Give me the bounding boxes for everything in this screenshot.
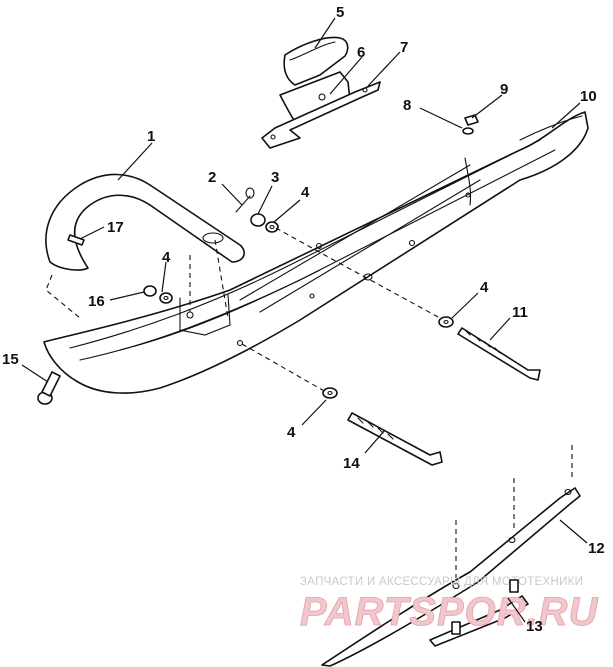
leader-lines [21,17,588,623]
washer-left [159,292,173,304]
saddle-pad [283,36,349,86]
watermark-brand: PARTSPOR.RU [300,590,599,634]
ski-handle [45,173,245,336]
handle-guide-line [45,274,81,319]
wear-bar-nuts-13 [451,579,519,635]
callout-15: 15 [2,351,19,368]
callout-4-upper: 4 [301,184,310,201]
callout-2: 2 [208,169,216,186]
callout-1: 1 [147,128,155,145]
callout-7: 7 [400,39,408,56]
wear-plate [261,81,381,149]
callout-16: 16 [88,293,105,310]
callout-12: 12 [588,540,605,557]
watermark-subtitle: ЗАПЧАСТИ И АКСЕССУАРЫ ДЛЯ МОТОТЕХНИКИ [300,576,583,588]
bolt-15 [37,371,61,405]
callout-8: 8 [403,97,411,114]
callout-4-right: 4 [480,279,489,296]
callout-9: 9 [500,81,508,98]
nut-16 [143,285,157,297]
callout-10: 10 [580,88,597,105]
callout-6: 6 [357,44,365,61]
cotter-pin [235,187,255,213]
nut-9 [462,114,479,135]
callout-5: 5 [336,4,344,21]
ski-body [43,111,589,394]
axis-line-lower [241,343,327,393]
callout-13: 13 [526,618,543,635]
axis-line-upper [275,227,441,319]
callout-4-lower: 4 [287,424,296,441]
castle-nut [250,213,266,227]
spindle-bolt-11 [438,316,541,381]
callout-11: 11 [512,304,528,321]
callout-17: 17 [107,219,124,236]
washer-upper [265,221,279,233]
screw-17 [67,234,85,246]
callout-3: 3 [271,169,279,186]
callout-14: 14 [343,455,360,472]
callout-4-left: 4 [162,249,171,266]
spindle-bolt-14 [322,387,443,466]
